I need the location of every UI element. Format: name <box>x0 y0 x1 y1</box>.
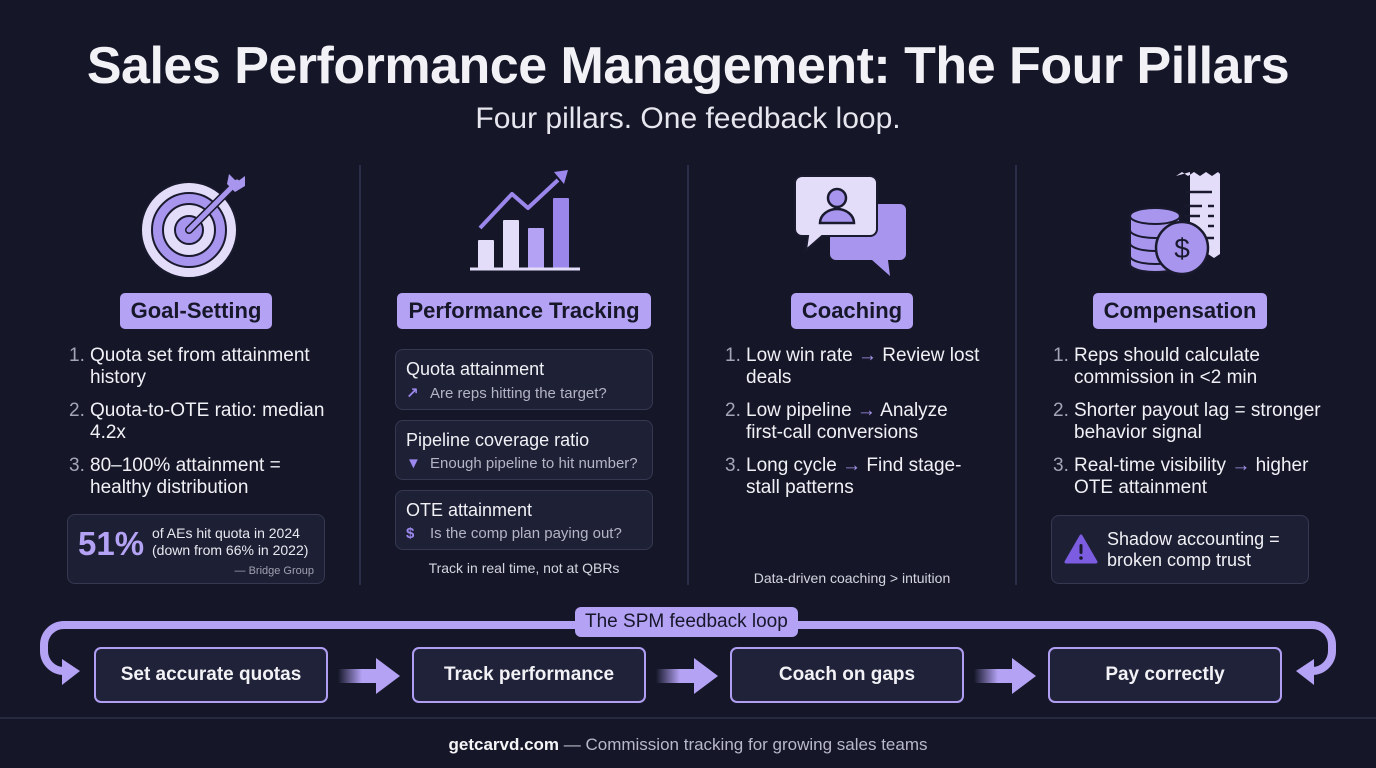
column-divider <box>1015 165 1017 585</box>
arrow-right-icon: → <box>1231 455 1251 476</box>
trend-up-icon: ↗ <box>406 385 419 402</box>
stat-description: of AEs hit quota in 2024 (down from 66% … <box>152 525 309 558</box>
flow-arrow-icon <box>338 658 400 694</box>
footer-brand-link[interactable]: getcarvd.com <box>448 735 560 754</box>
pillar-label: Compensation <box>1092 293 1268 329</box>
stat-value: 51% <box>78 525 145 562</box>
loop-step-pay-correctly: Pay correctly <box>1048 647 1282 703</box>
bar-chart-trend-icon <box>364 160 684 285</box>
compensation-list: 1.Reps should calculate commission in <2… <box>1053 345 1323 499</box>
page-title: Sales Performance Management: The Four P… <box>86 37 1290 95</box>
stat-callout: 51% of AEs hit quota in 2024 (down from … <box>67 514 325 584</box>
footer-tagline: — Commission tracking for growing sales … <box>559 735 928 754</box>
column-divider <box>359 165 361 585</box>
list-item: 3.80–100% attainment = healthy distribut… <box>69 455 281 498</box>
loop-return-arrow-icon <box>40 621 80 685</box>
pillar-coaching: Coaching 1.Low win rate → Review lost de… <box>692 160 1012 586</box>
goal-setting-list: 1.Quota set from attainment history 2.Qu… <box>69 345 329 499</box>
list-item: 1.Reps should calculate commission in <2… <box>1053 345 1260 388</box>
chat-bubbles-person-icon <box>692 160 1012 285</box>
loop-step-coach-gaps: Coach on gaps <box>730 647 964 703</box>
arrow-right-icon: → <box>842 455 862 476</box>
loop-return-arrow-icon <box>1296 621 1336 685</box>
arrow-right-icon: → <box>857 345 877 366</box>
pillar-caption: Track in real time, not at QBRs <box>428 560 620 576</box>
warning-callout: Shadow accounting = broken comp trust <box>1051 515 1309 584</box>
svg-text:$: $ <box>1174 233 1190 264</box>
loop-step-set-quotas: Set accurate quotas <box>94 647 328 703</box>
coaching-list: 1.Low win rate → Review lost deals 2.Low… <box>725 345 985 499</box>
pillar-label: Coaching <box>790 293 914 329</box>
list-item: 2.Shorter payout lag = stronger behavior… <box>1053 400 1321 443</box>
pillar-compensation: $ Compensation 1.Reps should calculate c… <box>1020 160 1340 510</box>
coins-receipt-icon: $ <box>1020 160 1340 285</box>
footer: getcarvd.com — Commission tracking for g… <box>0 735 1376 755</box>
list-item: 3.Long cycle → Find stage-stall patterns <box>725 455 962 498</box>
loop-step-track-performance: Track performance <box>412 647 646 703</box>
metric-card-quota-attainment: Quota attainment ↗Are reps hitting the t… <box>395 349 653 410</box>
metric-card-ote-attainment: OTE attainment $Is the comp plan paying … <box>395 490 653 550</box>
flow-arrow-icon <box>656 658 718 694</box>
target-icon <box>36 160 356 285</box>
list-item: 1.Quota set from attainment history <box>69 345 310 388</box>
metric-card-pipeline-coverage: Pipeline coverage ratio ▼Enough pipeline… <box>395 420 653 480</box>
list-item: 1.Low win rate → Review lost deals <box>725 345 980 388</box>
arrow-right-icon: → <box>856 400 876 421</box>
funnel-icon: ▼ <box>406 455 421 472</box>
metric-cards: Quota attainment ↗Are reps hitting the t… <box>395 349 684 550</box>
column-divider <box>687 165 689 585</box>
pillar-label: Goal-Setting <box>119 293 273 329</box>
list-item: 3.Real-time visibility → higher OTE atta… <box>1053 455 1309 498</box>
flow-arrow-icon <box>974 658 1036 694</box>
footer-divider <box>0 717 1376 719</box>
stat-source: — Bridge Group <box>234 565 314 577</box>
feedback-loop-label: The SPM feedback loop <box>575 607 798 637</box>
pillar-label: Performance Tracking <box>397 293 651 329</box>
pillar-goal-setting: Goal-Setting 1.Quota set from attainment… <box>36 160 356 510</box>
list-item: 2.Low pipeline → Analyze first-call conv… <box>725 400 948 443</box>
warning-icon <box>1064 534 1098 564</box>
dollar-icon: $ <box>406 525 415 542</box>
pillar-performance-tracking: Performance Tracking Quota attainment ↗A… <box>364 160 684 576</box>
list-item: 2.Quota-to-OTE ratio: median 4.2x <box>69 400 325 443</box>
warning-text: Shadow accounting = broken comp trust <box>1107 529 1280 570</box>
pillar-caption: Data-driven coaching > intuition <box>753 570 951 586</box>
page-subtitle: Four pillars. One feedback loop. <box>475 102 901 135</box>
